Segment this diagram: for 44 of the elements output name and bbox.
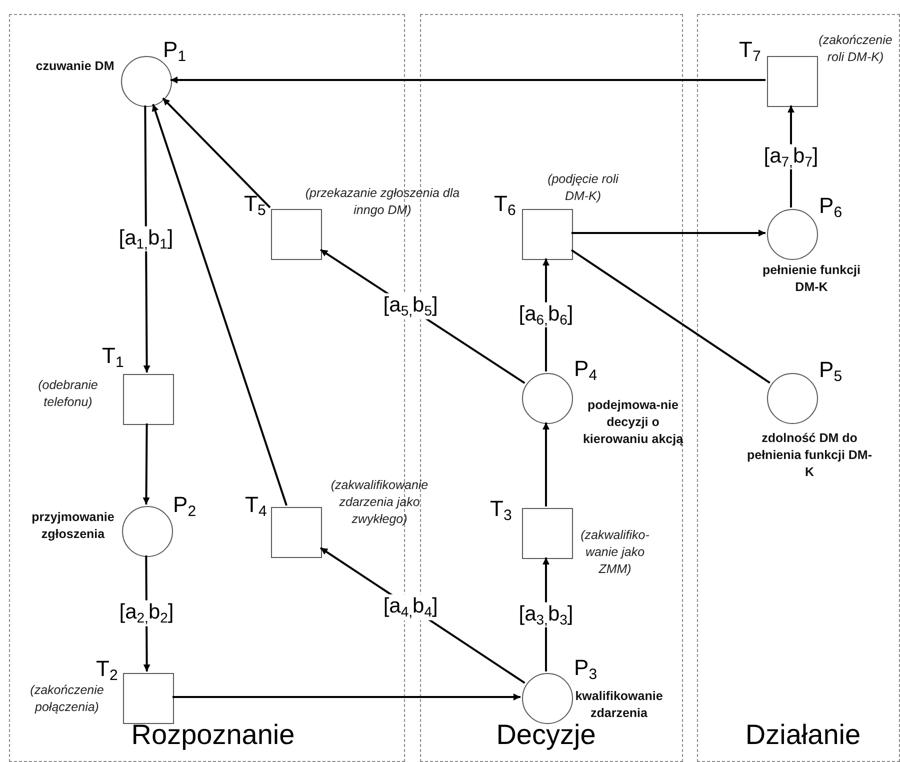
place-label: P$_{4}$ bbox=[574, 358, 598, 383]
region-title: Działanie bbox=[745, 719, 861, 751]
description-text: kwalifikowanie zdarzenia bbox=[574, 688, 664, 722]
description-text: (odebranie telefonu) bbox=[37, 377, 99, 411]
edge-label: [a$_{7,}$b$_{7}$] bbox=[762, 144, 820, 170]
arrow bbox=[152, 104, 288, 506]
arrow bbox=[572, 230, 766, 236]
description-text: czuwanie DM bbox=[34, 58, 116, 75]
description-text: (zakończenie roli DM-K) bbox=[818, 32, 894, 66]
edge-label: [a$_{4,}$b$_{4}$] bbox=[382, 594, 439, 620]
description-text: podejmowa-nie decyzji o kierowaniu akcją bbox=[582, 397, 684, 448]
description-text: pełnienie funkcji DM-K bbox=[762, 262, 862, 296]
arrow bbox=[170, 76, 766, 84]
place-label: P$_{3}$ bbox=[574, 657, 598, 682]
description-text: (zakwalifiko-wanie jako ZMM) bbox=[580, 527, 650, 578]
transition-label: T$_{6}$ bbox=[494, 193, 516, 218]
arrow bbox=[143, 106, 150, 372]
transition-label: T$_{2}$ bbox=[96, 658, 118, 683]
edge-label: [a$_{2,}$b$_{2}$] bbox=[118, 600, 175, 626]
transition-label: T$_{7}$ bbox=[739, 39, 761, 64]
transition-label: T$_{1}$ bbox=[102, 345, 124, 370]
description-text: zdolność DM do pełnienia funkcji DM-K bbox=[747, 430, 872, 481]
place-label: P$_{6}$ bbox=[819, 195, 842, 220]
place-label: P$_{5}$ bbox=[819, 359, 842, 384]
transition-label: T$_{4}$ bbox=[245, 494, 267, 519]
description-text: (zakończenie połączenia) bbox=[29, 682, 105, 716]
edge-label: [a$_{3,}$b$_{3}$] bbox=[518, 602, 574, 628]
description-text: (przekazanie zgłoszenia dla inngo DM) bbox=[304, 185, 461, 219]
place-label: P$_{1}$ bbox=[163, 39, 186, 64]
description-text: przyjmowanie zgłoszenia bbox=[30, 509, 116, 543]
place-label: P$_{2}$ bbox=[173, 494, 196, 519]
description-text: (zakwalifikowanie zdarzenia jako zwykłego) bbox=[330, 477, 430, 528]
edge-label: [a$_{6,}$b$_{6}$] bbox=[518, 302, 574, 328]
region-title: Rozpoznanie bbox=[131, 719, 295, 751]
edge-label: [a$_{1,}$b$_{1}$] bbox=[118, 226, 174, 252]
arrow bbox=[142, 424, 150, 504]
arrow bbox=[542, 422, 550, 506]
arrow bbox=[172, 694, 520, 700]
transition-label: T$_{3}$ bbox=[490, 498, 512, 523]
region-title: Decyzje bbox=[496, 719, 596, 751]
description-text: (podjęcie roli DM-K) bbox=[546, 171, 620, 205]
edge-label: [a$_{5,}$b$_{5}$] bbox=[382, 294, 439, 320]
arrow bbox=[162, 98, 271, 208]
transition-label: T$_{5}$ bbox=[244, 193, 266, 218]
